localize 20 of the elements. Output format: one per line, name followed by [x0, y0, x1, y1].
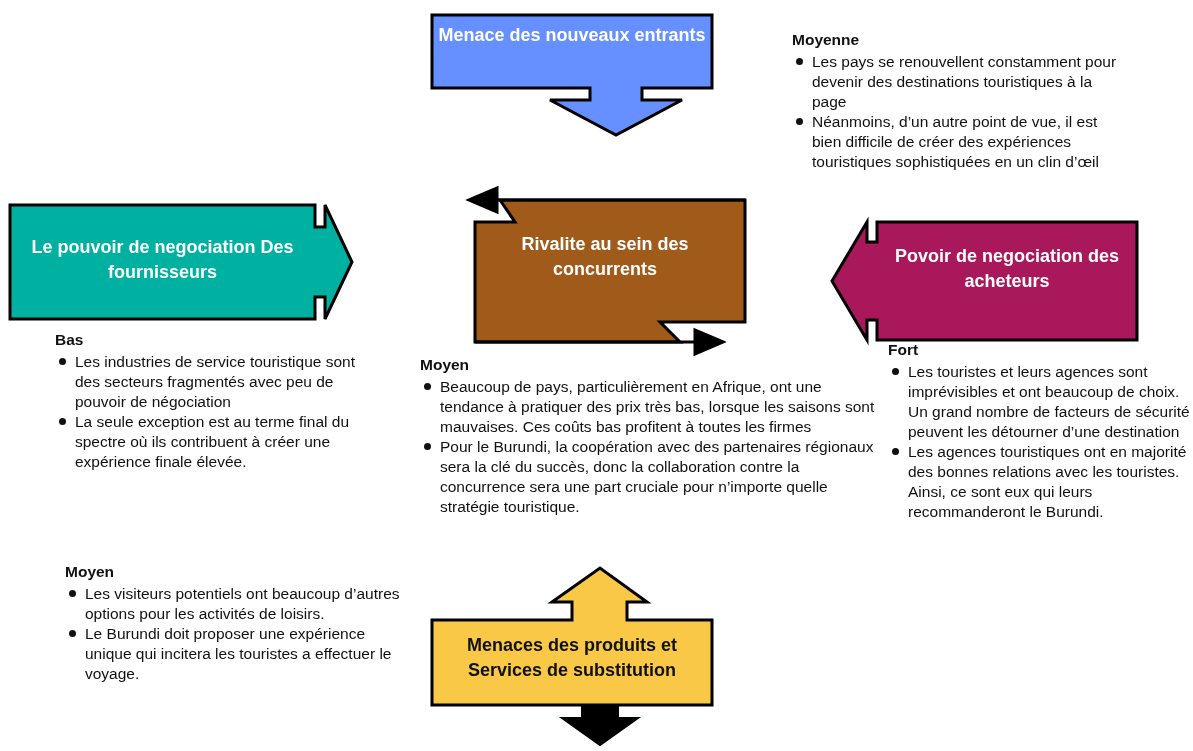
node-label: Le pouvoir de negociation Des fournisseurs [30, 236, 295, 284]
bullet-text: Les pays se renouvellent constamment pour devenir des destinations touristiques à la page [812, 53, 1117, 110]
node-label: Menace des nouveaux entrants [437, 24, 707, 47]
bullet-text: Les agences touristiques ont en majorité des bonnes relations avec les touristes. Ainsi, ce sont eux qui leurs recommanderont le Burundi. [908, 443, 1187, 520]
rating-heading: Moyenne [792, 30, 861, 50]
bullet-text: Les touristes et leurs agences sont imprévisibles et ont beaucoup de choix. Un grand nombre de facteurs de sécurité peuvent les détourner d’une destination [908, 363, 1190, 440]
node-label: Rivalite au sein des concurrents [520, 233, 690, 281]
rating-heading: Bas [55, 330, 85, 350]
bullet-text: La seule exception est au terme final du spectre où ils contribuent à créer une expérience finale élevée. [75, 413, 349, 470]
rating-heading: Moyen [420, 355, 471, 375]
bullet-text: Les industries de service touristique sont des secteurs fragmentés avec peu de pouvoir de négociation [75, 353, 355, 410]
bullet-text: Le Burundi doit proposer une expérience unique qui incitera les touristes a effectuer le voyage. [85, 625, 392, 682]
rating-heading: Fort [888, 340, 920, 360]
bullet-text: Beaucoup de pays, particulièrement en Afrique, ont une tendance à pratiquer des prix très bas, lorsque les saisons sont mauvaises. Ces coûts bas profitent à toutes les firmes [440, 378, 875, 435]
rating-heading: Moyen [65, 562, 116, 582]
node-label: Menaces des produits et Services de substitution [465, 634, 679, 682]
bullet-text: Néanmoins, d’un autre point de vue, il est bien difficile de créer des expériences touristiques sophistiquées en un clin d’œil [812, 113, 1099, 170]
bullet-text: Pour le Burundi, la coopération avec des partenaires régionaux sera la clé du succès, donc la collaboration contre la concurrence sera une part cruciale pour n’importe quelle stratégie touristique. [440, 438, 874, 515]
bullet-text: Les visiteurs potentiels ont beaucoup d’autres options pour les activités de loisirs. [85, 585, 400, 622]
node-label: Povoir de negociation des acheteurs [893, 245, 1120, 293]
